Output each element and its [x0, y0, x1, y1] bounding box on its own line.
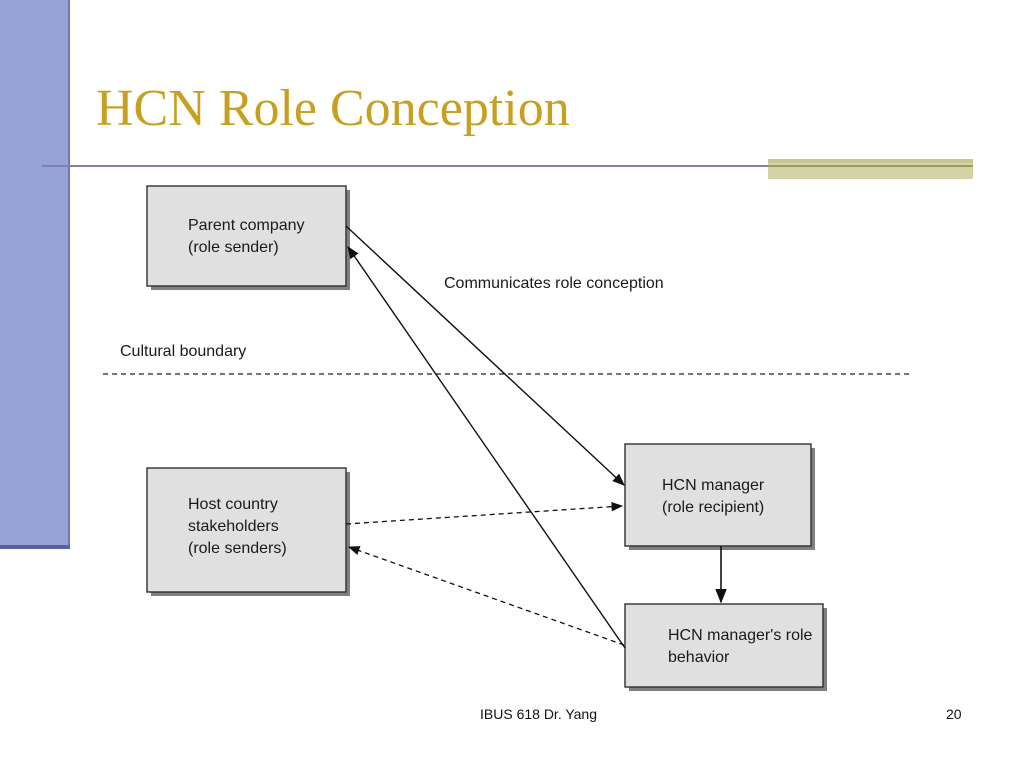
host-country-line-1: Host country: [188, 496, 278, 513]
arrow-host-to-hcn-manager: [345, 502, 624, 525]
arrow-parent-to-hcn-manager: [345, 225, 625, 486]
host-country-line-2: stakeholders: [188, 518, 279, 535]
box-host-country-stakeholders: Host country stakeholders (role senders): [146, 467, 350, 596]
box-hcn-manager: HCN manager (role recipient): [624, 443, 815, 550]
host-country-line-3: (role senders): [188, 540, 287, 557]
arrow-behavior-to-parent: [347, 245, 626, 649]
hcn-manager-line-2: (role recipient): [662, 499, 764, 516]
hcn-behavior-line-2: behavior: [668, 649, 730, 666]
hcn-manager-line-1: HCN manager: [662, 477, 765, 494]
box-parent-company: Parent company (role sender): [146, 185, 350, 290]
hcn-behavior-line-1: HCN manager's role: [668, 627, 813, 644]
communicates-label: Communicates role conception: [444, 275, 664, 292]
footer-course: IBUS 618 Dr. Yang: [480, 706, 597, 722]
left-bar-edge: [68, 0, 70, 549]
title-accent-line: [768, 165, 973, 167]
arrow-behavior-to-host: [347, 546, 625, 646]
slide-title: HCN Role Conception: [96, 80, 570, 137]
left-decorative-bar: [0, 0, 68, 545]
cultural-boundary-label: Cultural boundary: [120, 343, 246, 360]
parent-company-line-2: (role sender): [188, 239, 279, 256]
title-divider: [42, 165, 972, 167]
page-number: 20: [946, 706, 962, 722]
box-hcn-role-behavior: HCN manager's role behavior: [624, 603, 827, 691]
parent-company-line-1: Parent company: [188, 217, 305, 234]
title-accent-bar: [768, 159, 973, 179]
left-bar-shadow: [0, 545, 70, 549]
